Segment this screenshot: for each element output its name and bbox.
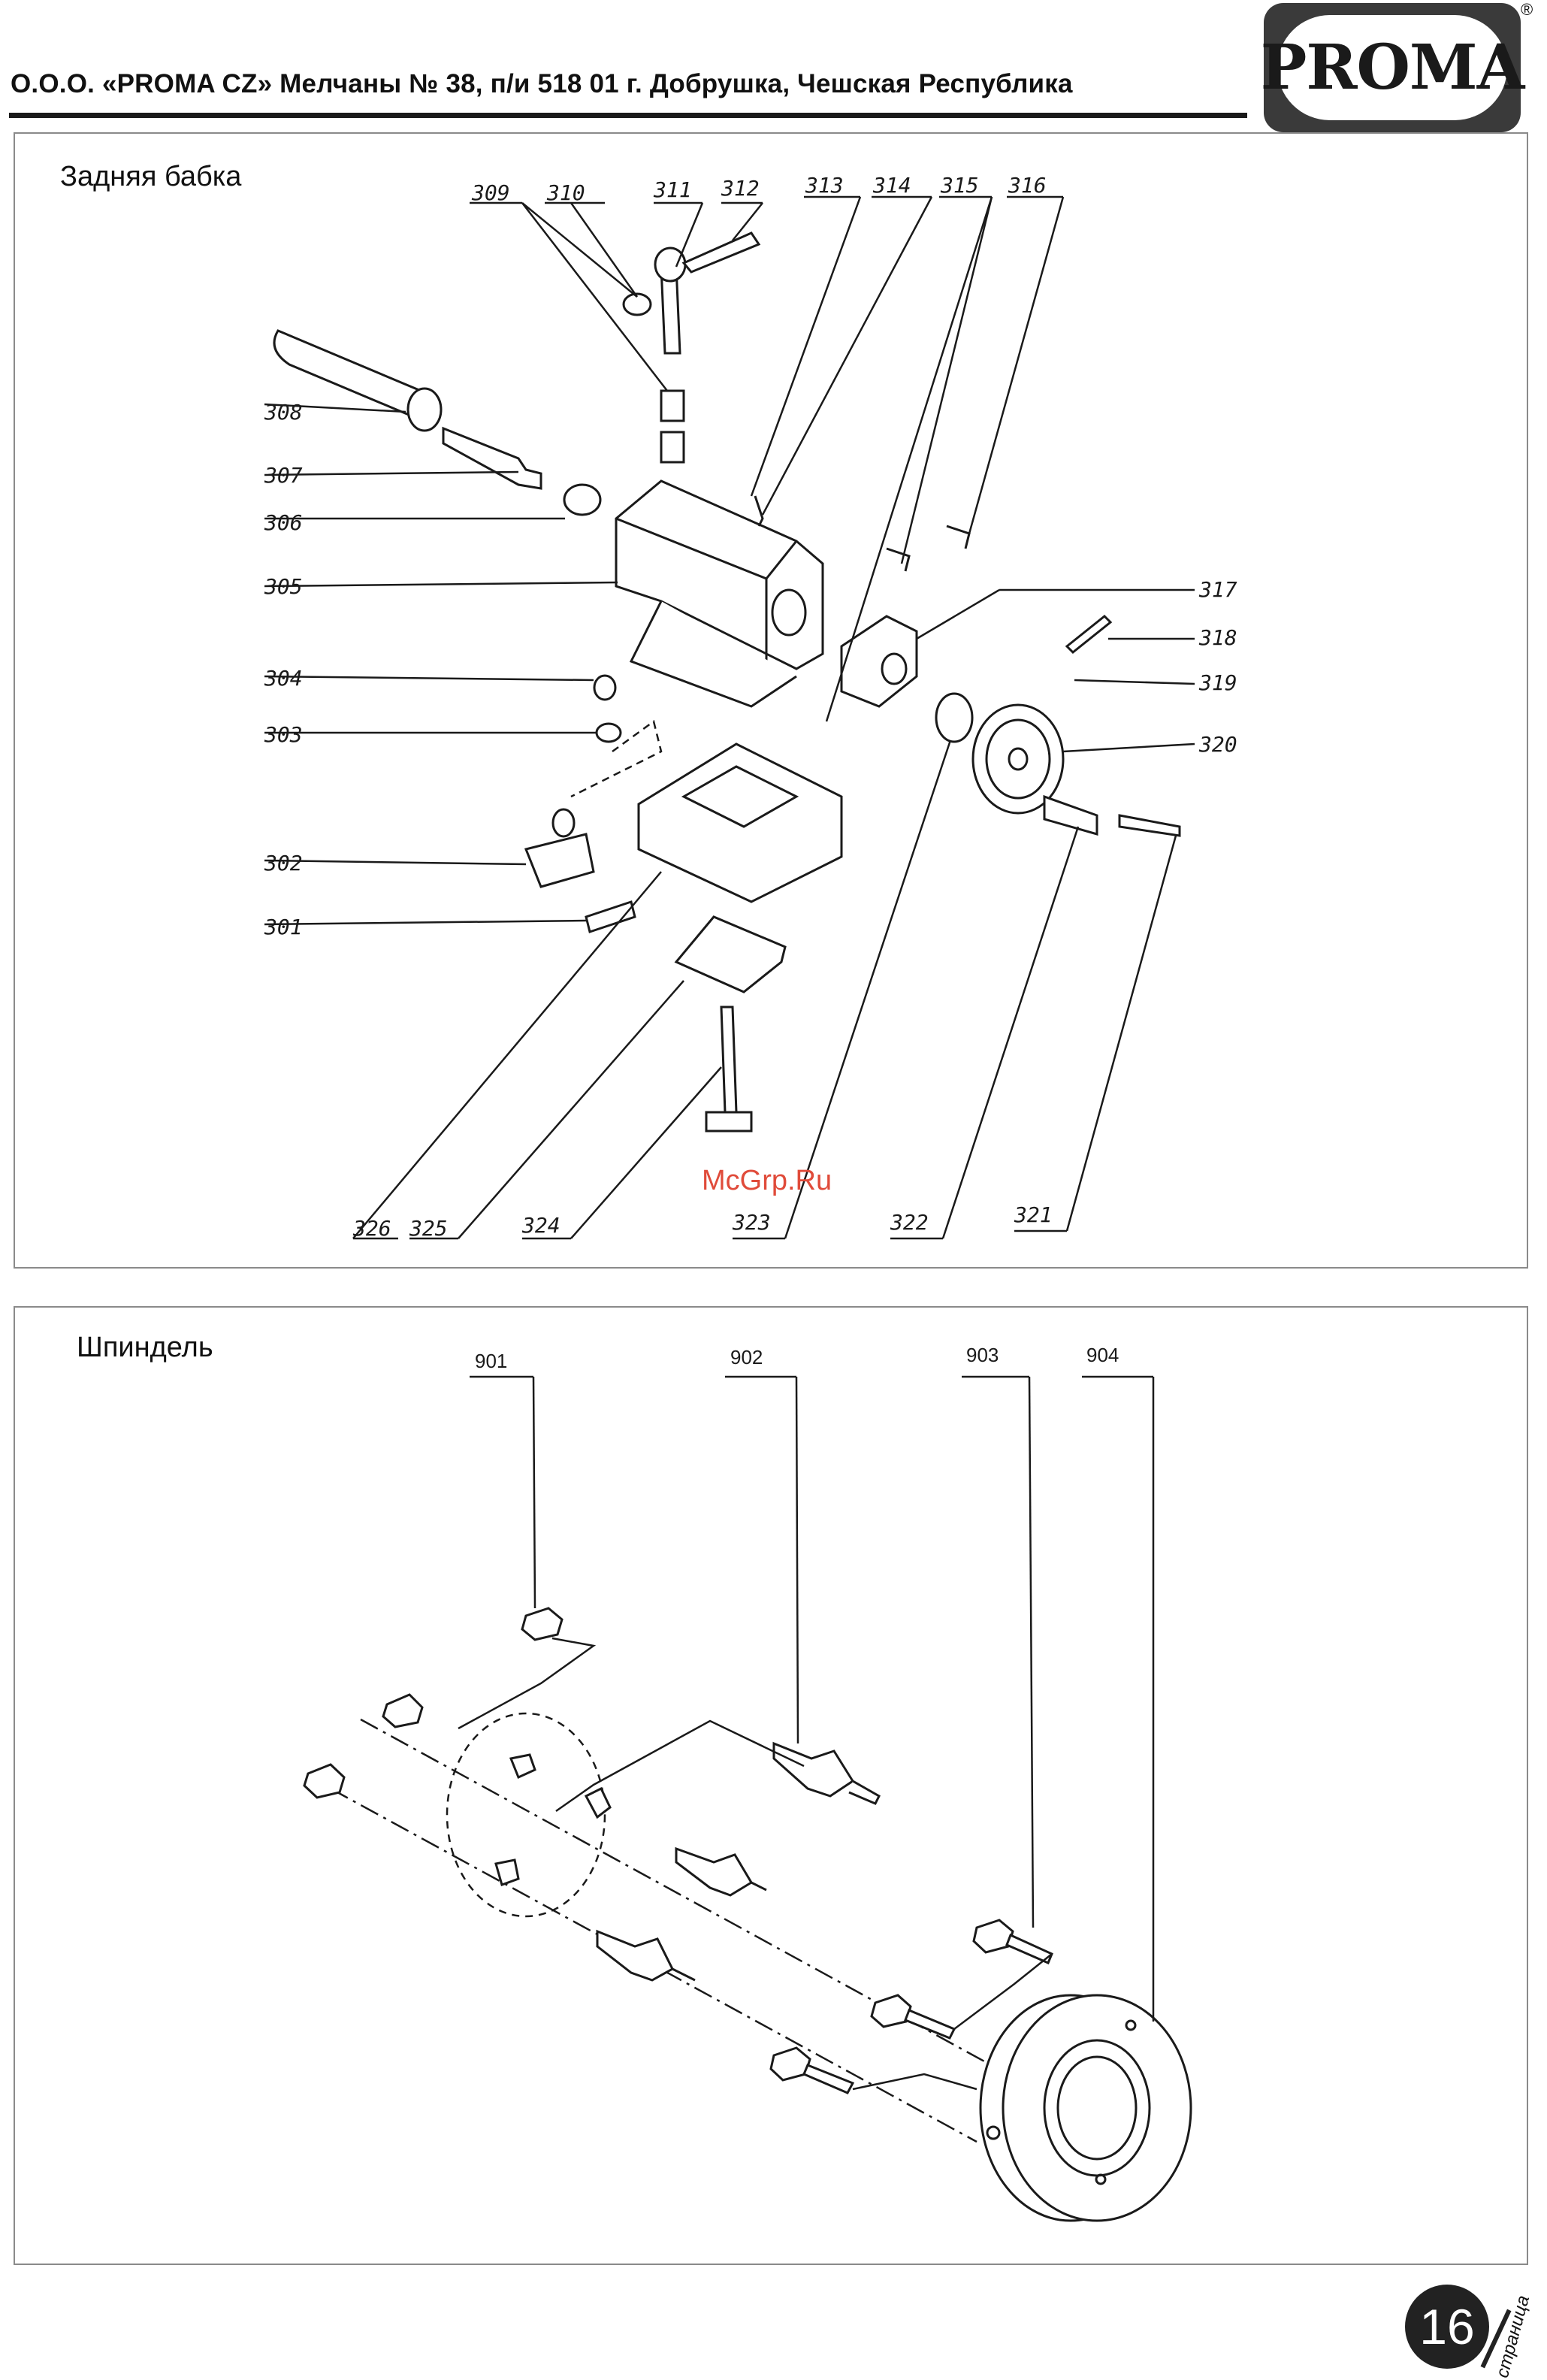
label-902: 902 bbox=[730, 1346, 763, 1368]
label-307: 307 bbox=[264, 463, 303, 488]
label-302: 302 bbox=[264, 851, 303, 875]
label-303: 303 bbox=[264, 722, 303, 747]
label-314: 314 bbox=[872, 173, 911, 198]
label-308: 308 bbox=[264, 400, 303, 425]
label-904: 904 bbox=[1086, 1344, 1119, 1366]
label-319: 319 bbox=[1198, 670, 1237, 695]
page-number-badge: 16 bbox=[1405, 2285, 1489, 2369]
page-number: 16 bbox=[1419, 2298, 1474, 2355]
label-325: 325 bbox=[409, 1216, 448, 1241]
label-316: 316 bbox=[1008, 173, 1047, 198]
label-903: 903 bbox=[966, 1344, 999, 1366]
label-320: 320 bbox=[1198, 732, 1237, 757]
label-317: 317 bbox=[1198, 577, 1237, 602]
label-901: 901 bbox=[475, 1350, 507, 1372]
label-310: 310 bbox=[546, 180, 585, 205]
label-321: 321 bbox=[1014, 1202, 1053, 1227]
label-305: 305 bbox=[264, 574, 303, 599]
label-313: 313 bbox=[805, 173, 844, 198]
label-315: 315 bbox=[940, 173, 979, 198]
label-322: 322 bbox=[890, 1210, 929, 1235]
label-318: 318 bbox=[1198, 625, 1237, 650]
spindle-diagram: 901 902 903 904 bbox=[0, 1278, 1547, 2270]
watermark: McGrp.Ru bbox=[702, 1165, 832, 1197]
label-311: 311 bbox=[653, 177, 692, 202]
label-324: 324 bbox=[521, 1213, 560, 1238]
label-306: 306 bbox=[264, 510, 303, 535]
tailstock-diagram: 308 307 306 305 304 303 302 301 309 310 … bbox=[0, 0, 1547, 1278]
label-326: 326 bbox=[352, 1216, 391, 1241]
label-323: 323 bbox=[732, 1210, 771, 1235]
label-309: 309 bbox=[471, 180, 510, 205]
label-312: 312 bbox=[721, 176, 760, 201]
label-304: 304 bbox=[264, 666, 303, 691]
label-301: 301 bbox=[264, 915, 303, 939]
